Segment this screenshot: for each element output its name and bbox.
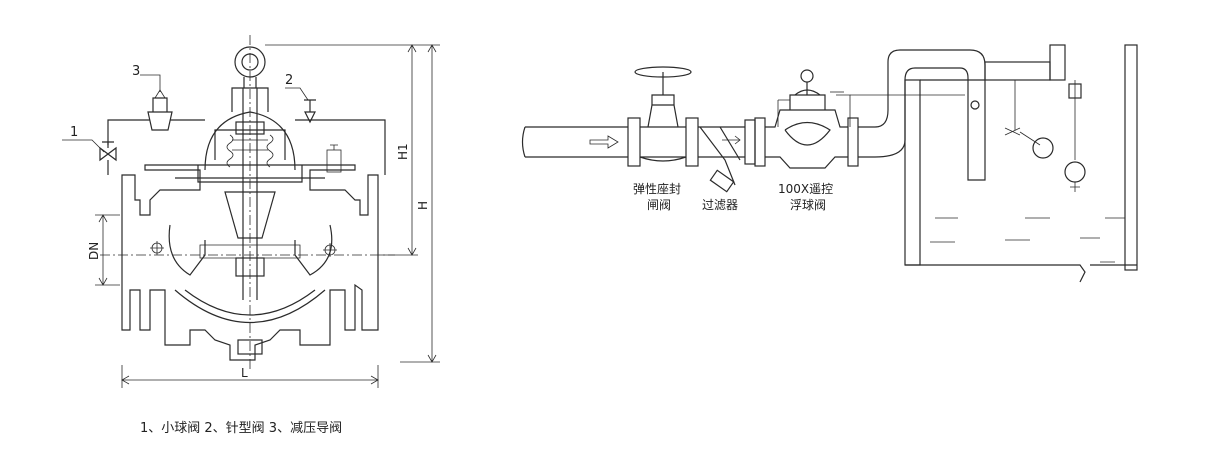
parts-legend: 1、小球阀 2、针型阀 3、减压导阀 (140, 421, 342, 436)
dim-dn-label: DN (87, 242, 101, 260)
callout-1: 1 (70, 125, 78, 140)
control-valve-label-line2: 浮球阀 (790, 198, 826, 212)
gate-valve-label-line1: 弹性座封 (633, 181, 681, 196)
dim-h1-label: H1 (396, 143, 410, 160)
installation-schematic (521, 44, 1138, 283)
valve-cross-section (62, 35, 440, 388)
callout-2: 2 (285, 73, 293, 88)
callout-3: 3 (132, 64, 140, 79)
gate-valve-label-line2: 闸阀 (647, 198, 671, 212)
dim-h-label: H (416, 201, 430, 210)
dim-l-label: L (241, 366, 248, 380)
strainer-label: 过滤器 (702, 198, 738, 212)
control-valve-label-line1: 100X遥控 (778, 182, 833, 196)
